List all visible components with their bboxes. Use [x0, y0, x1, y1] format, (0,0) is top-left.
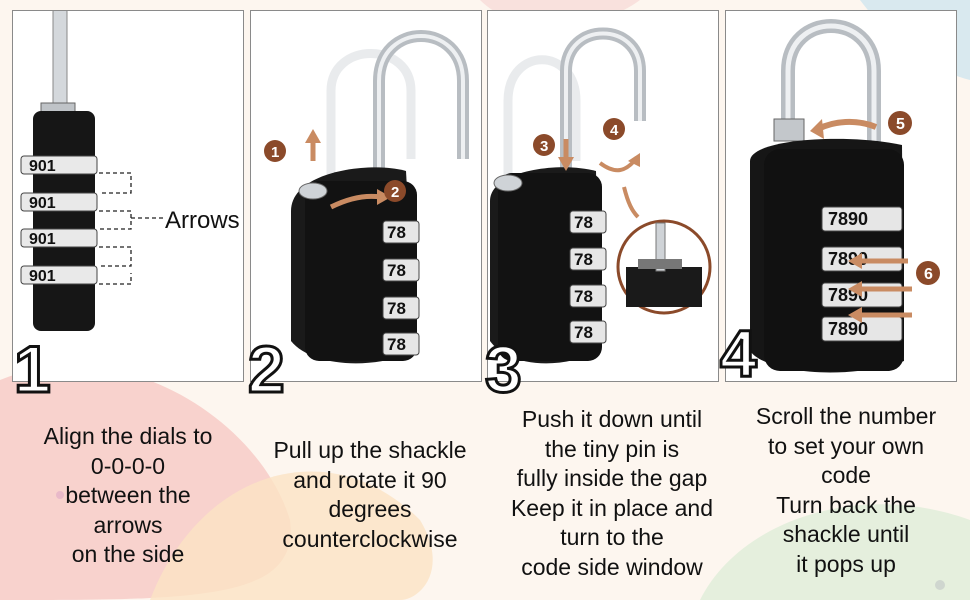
step-1-panel: 901 901 901 901 Arrows — [12, 10, 244, 382]
svg-text:7890: 7890 — [828, 319, 868, 339]
step-2-caption: Pull up the shackle and rotate it 90 deg… — [273, 437, 467, 552]
badge-6 — [916, 261, 940, 285]
svg-text:1: 1 — [271, 144, 279, 161]
step-4-number: 4 — [719, 316, 759, 390]
dial-4-digits: 901 — [29, 268, 56, 285]
svg-text:4: 4 — [610, 122, 619, 139]
badge-4 — [603, 118, 625, 140]
svg-text:78: 78 — [574, 323, 593, 342]
step-3-caption: Push it down until the tiny pin is fully… — [510, 406, 714, 580]
svg-text:6: 6 — [924, 266, 933, 283]
step-1-caption: Align the dials to 0-0-0-0 between the a… — [43, 423, 213, 567]
badge-1 — [264, 140, 286, 162]
svg-text:78: 78 — [574, 250, 593, 269]
step-1-number: 1 — [13, 332, 53, 406]
svg-text:7890: 7890 — [828, 209, 868, 229]
badge-5 — [888, 111, 912, 135]
badge-2 — [384, 180, 406, 202]
dial-digits: 78 — [387, 223, 406, 242]
dial-2-digits: 901 — [29, 195, 56, 212]
dial-3-digits: 901 — [29, 231, 56, 248]
lock-shackle-up-illustration: 78 78 78 78 1 2 — [264, 30, 469, 364]
dial-digits: 78 — [387, 335, 406, 354]
step-3-number: 3 — [484, 332, 524, 406]
step-2-number: 2 — [247, 332, 287, 406]
lock-push-pin-illustration: 78 78 78 78 3 4 — [490, 27, 712, 364]
svg-text:3: 3 — [540, 138, 548, 155]
svg-text:78: 78 — [574, 213, 593, 232]
dial-digits: 78 — [387, 261, 406, 280]
svg-text:2: 2 — [391, 184, 399, 201]
badge-3 — [533, 134, 555, 156]
arrows-label: Arrows — [165, 207, 240, 234]
step-4-caption: Scroll the number to set your own code T… — [755, 403, 937, 577]
lock-set-code-illustration: 7890 7890 7890 7890 5 6 — [750, 19, 940, 373]
dial-1-digits: 901 — [29, 158, 56, 175]
lock-side-view-illustration: 901 901 901 901 — [20, 11, 163, 331]
svg-text:78: 78 — [574, 287, 593, 306]
step-2-panel: 78 78 78 78 1 2 — [250, 10, 482, 382]
svg-text:5: 5 — [896, 116, 905, 133]
dial-digits: 78 — [387, 299, 406, 318]
step-3-panel: 78 78 78 78 3 4 — [487, 10, 719, 382]
step-4-panel: 7890 7890 7890 7890 5 6 — [725, 10, 957, 382]
